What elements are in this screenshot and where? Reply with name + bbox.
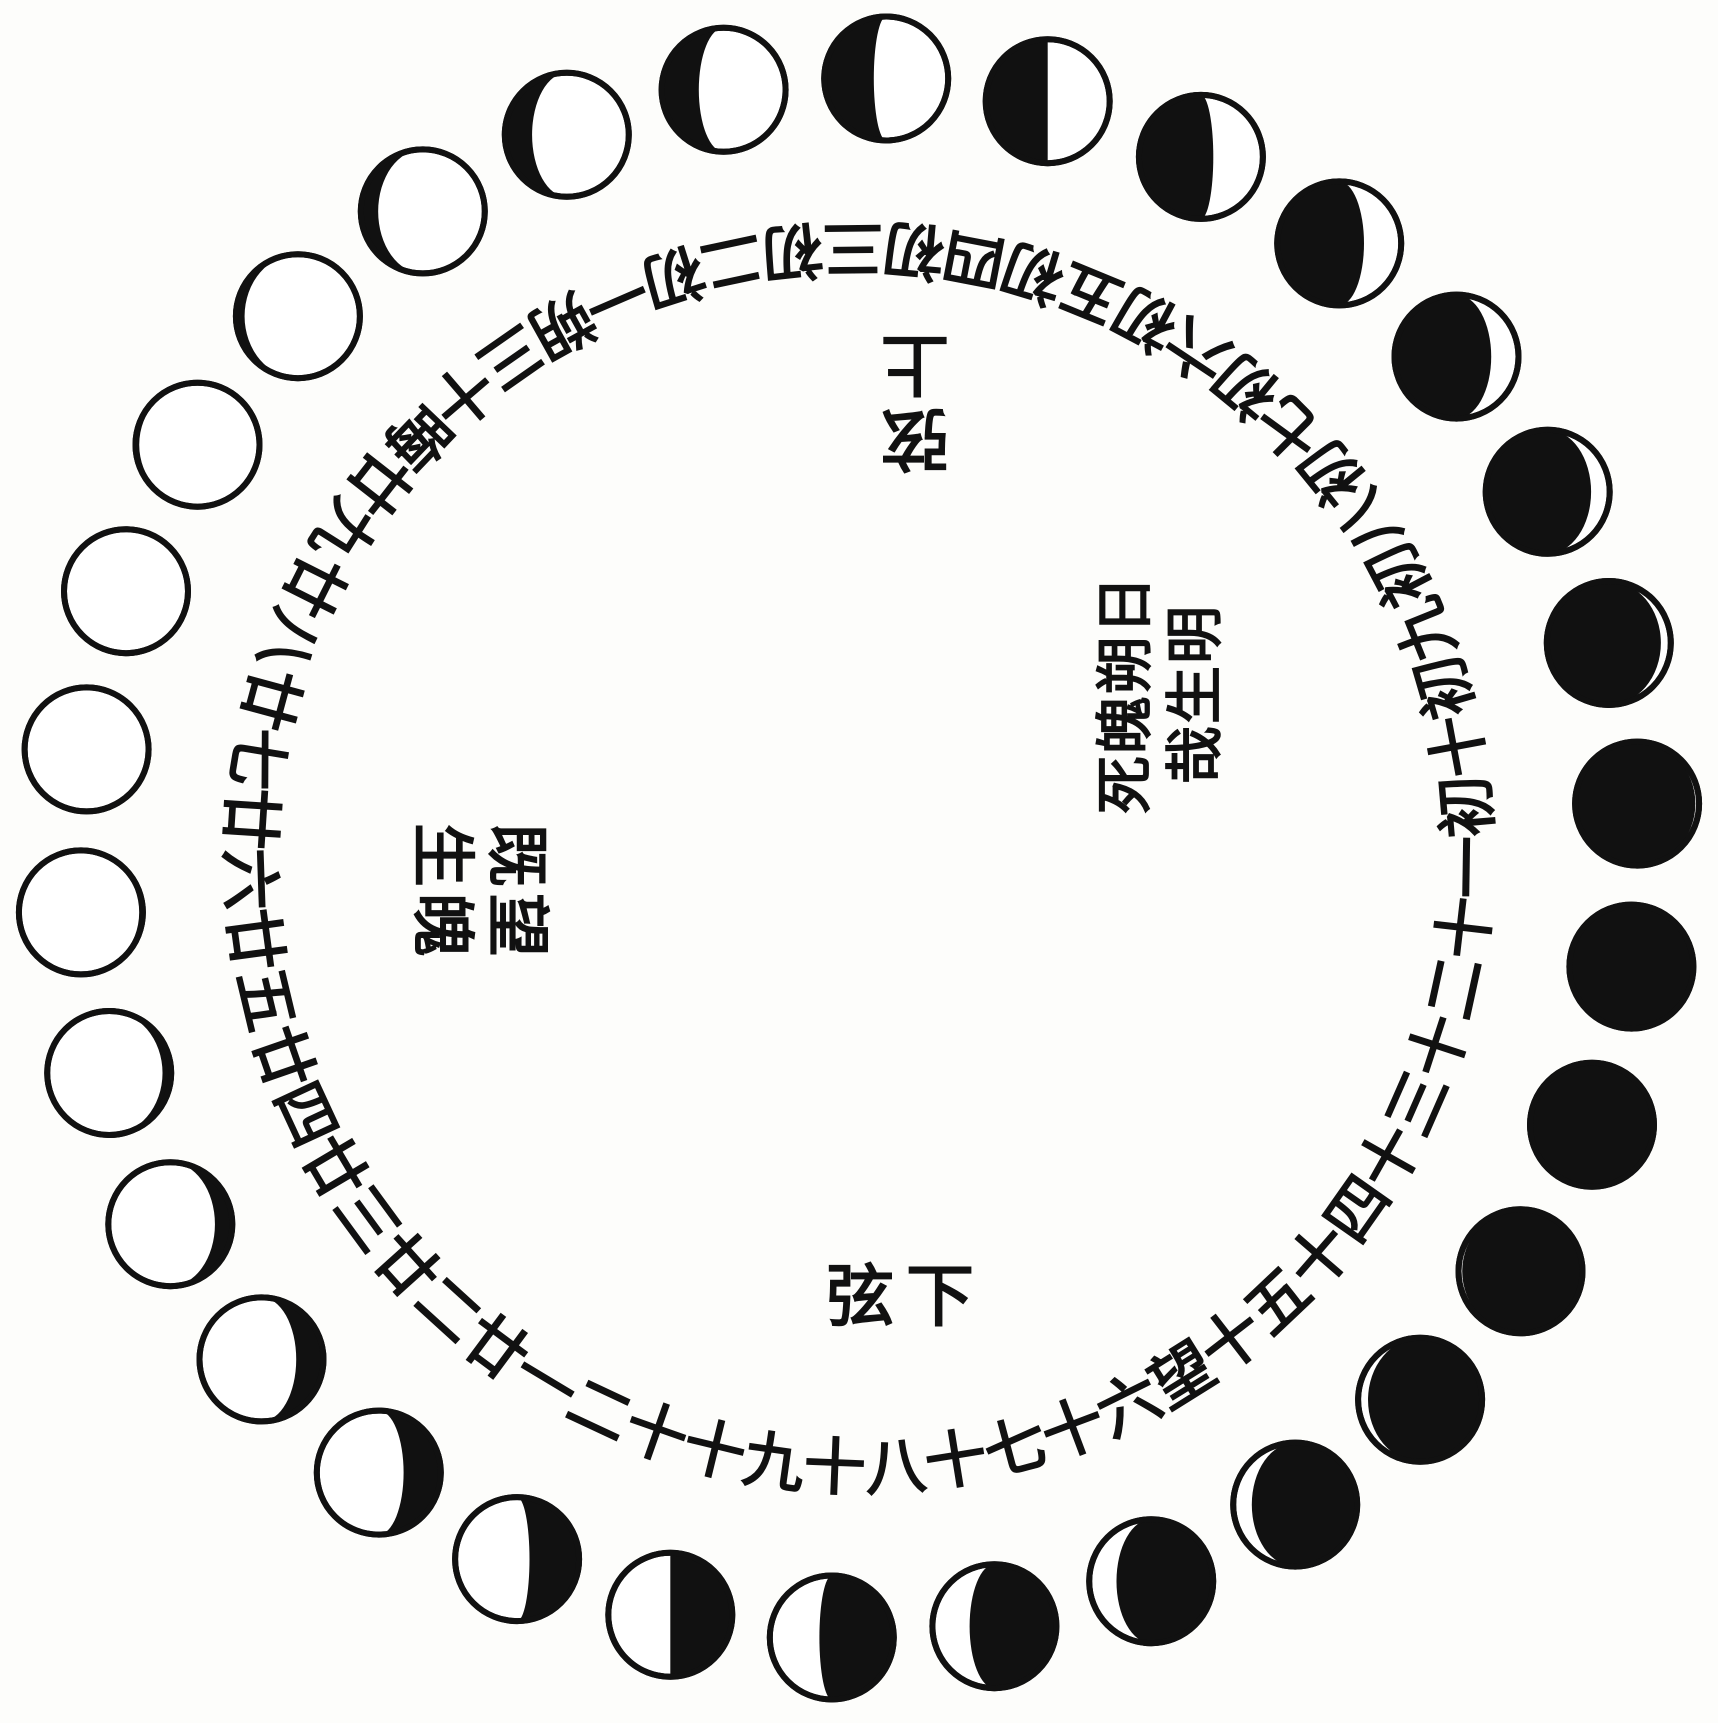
moon-phase-26	[1089, 1519, 1213, 1643]
full-label-char-1: 既	[479, 823, 554, 887]
moon-phase-2	[1575, 742, 1699, 866]
ring-char-36: 九	[738, 1422, 810, 1503]
moon-phase-9	[824, 17, 948, 141]
moon-phase-5	[1395, 295, 1519, 419]
ring-char-54: 初	[1428, 772, 1506, 840]
moon-phase-20	[200, 1297, 324, 1421]
ring-char-52: 十	[1425, 893, 1505, 963]
ring-char-4: 四	[937, 217, 1012, 300]
upper-quarter-char-1: 上	[881, 323, 949, 403]
moon-phase-30	[1530, 1063, 1654, 1187]
new-label-char-1: 死	[1091, 756, 1159, 814]
moon-phase-15	[64, 529, 188, 653]
moon-phase-29	[1459, 1209, 1583, 1333]
moon-phase-24	[770, 1576, 894, 1700]
new-label-char-7: 明	[1161, 606, 1229, 664]
moon-phase-19	[108, 1162, 232, 1286]
moon-shadow	[819, 1576, 893, 1700]
moon-phase-8	[986, 39, 1110, 163]
moon-phase-7	[1139, 95, 1263, 219]
full-label-char-2: 望	[479, 893, 554, 957]
moon-phase-12	[361, 149, 485, 273]
moon-phase-23	[608, 1553, 732, 1677]
moon-phase-21	[317, 1411, 441, 1535]
moon-phase-14	[136, 383, 260, 507]
moon-phase-10	[662, 28, 786, 152]
upper-quarter-label: 上 弦	[881, 323, 949, 478]
moon-shadow	[1139, 95, 1213, 219]
new-label-char-4: 日	[1091, 576, 1159, 634]
lower-quarter-char-2: 弦	[826, 1257, 894, 1337]
moon-phase-4	[1486, 430, 1610, 554]
new-label-char-2: 魄	[1091, 696, 1159, 754]
moon-shadow	[1277, 181, 1364, 305]
new-moon-label: 死 魄 朔 日 哉 生 明	[1091, 576, 1229, 814]
full-moon-label: 既 望 生 魄	[404, 823, 554, 957]
moon-shadow	[670, 1553, 732, 1677]
moon-phase-13	[236, 254, 360, 378]
ring-char-22: 六	[212, 847, 287, 912]
moon-phase-11	[505, 73, 629, 197]
new-label-char-5: 哉	[1161, 726, 1229, 784]
moon-phase-22	[455, 1497, 579, 1621]
lower-quarter-char-1: 下	[906, 1257, 974, 1337]
moon-phase-28	[1358, 1338, 1482, 1462]
full-label-char-4: 魄	[404, 893, 479, 957]
ring-char-6: 三	[822, 211, 885, 285]
moon-phase-16	[25, 687, 149, 811]
ring-char-20: 七	[216, 722, 298, 795]
moon-phase-27	[1233, 1443, 1357, 1567]
ring-char-37: 十	[802, 1430, 867, 1505]
new-label-char-3: 朔	[1091, 636, 1159, 694]
moon-shadow	[986, 39, 1048, 163]
lower-quarter-label: 下 弦	[826, 1257, 974, 1337]
full-label-char-3: 生	[404, 823, 479, 887]
moon-phase-6	[1277, 181, 1401, 305]
moon-shadow	[970, 1564, 1057, 1688]
ring-char-53: 一	[1432, 836, 1506, 899]
ring-char-21: 廿	[212, 785, 289, 852]
upper-quarter-char-2: 弦	[881, 398, 949, 478]
moon-phase-18	[47, 1011, 171, 1135]
ring-char-38: 八	[862, 1429, 929, 1506]
moon-phase-1	[1569, 905, 1693, 1029]
ring-char-5: 初	[880, 211, 948, 289]
moon-phase-3	[1547, 581, 1671, 705]
moon-phase-17	[19, 850, 143, 974]
new-label-char-6: 生	[1161, 666, 1229, 724]
moon-phase-25	[932, 1564, 1056, 1688]
